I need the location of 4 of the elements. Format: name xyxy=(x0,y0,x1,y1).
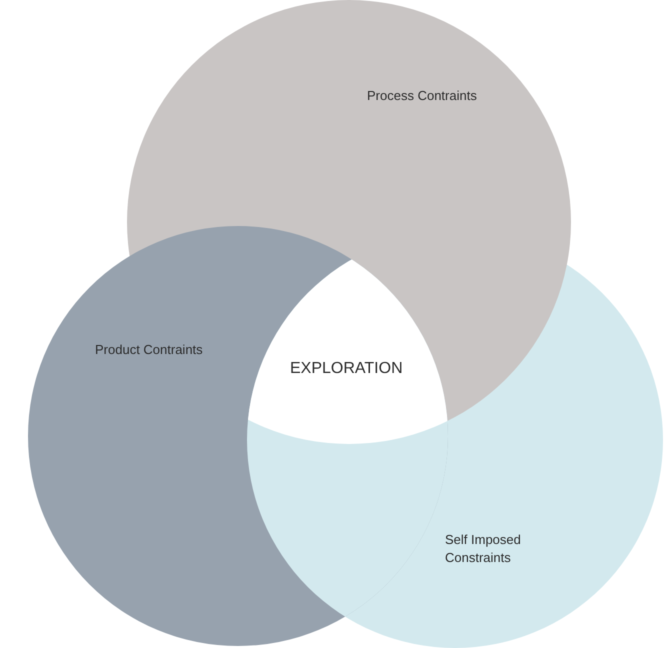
center-label: EXPLORATION xyxy=(290,360,403,378)
circle-label: Self Imposed Constraints xyxy=(445,531,522,567)
circle-label: Process Contraints xyxy=(367,87,477,105)
circle-label: Product Contraints xyxy=(95,341,204,359)
